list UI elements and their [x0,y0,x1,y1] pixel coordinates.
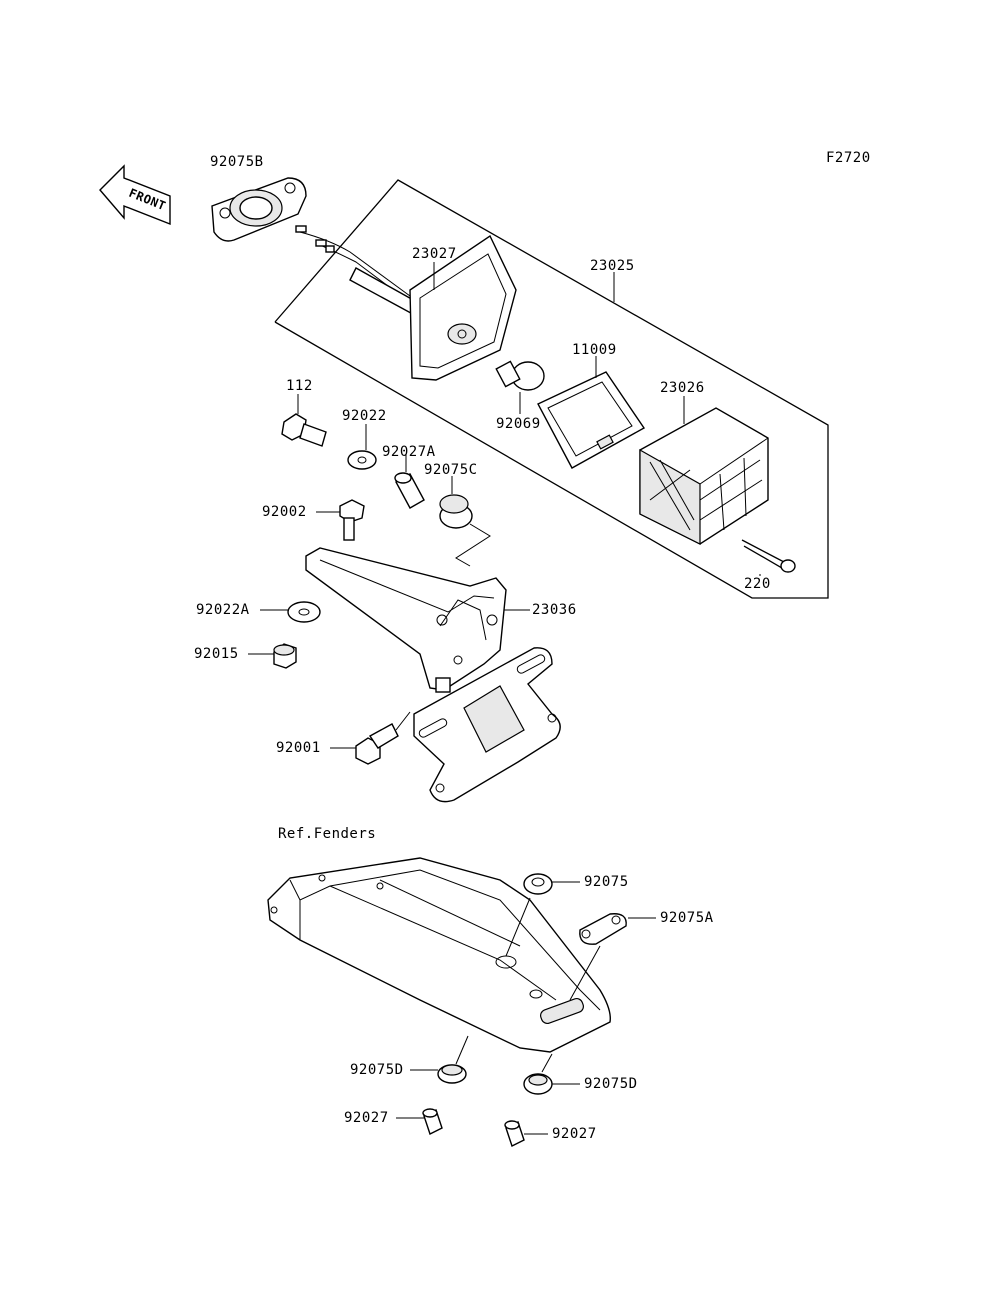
grommet-92075C [439,494,473,529]
collar-92027-right [504,1120,525,1147]
label-92022: 92022 [342,408,387,424]
install-path-92075A [569,945,601,1001]
label-92002: 92002 [262,504,307,520]
license-plate-bracket [413,647,561,803]
bulb-92069 [495,360,545,391]
leader-92001-path [395,711,411,731]
label-92027A: 92027A [382,444,436,460]
install-path-92075C [455,523,491,567]
label-92075A: 92075A [660,910,714,926]
label-92075D-left: 92075D [350,1062,404,1078]
washer-92022 [347,450,377,470]
bracket-23036 [305,547,507,693]
housing-23027 [409,234,517,381]
label-92027-right: 92027 [552,1126,597,1142]
label-92075B: 92075B [210,154,264,170]
label-92069: 92069 [496,416,541,432]
rear-fender [267,857,611,1053]
install-path-92075 [505,897,531,957]
gasket-frame-11009 [537,371,646,469]
gasket-92075B [211,177,307,242]
diagram-code: F2720 [826,150,871,166]
bolt-112 [281,413,327,447]
label-92027-left: 92027 [344,1110,389,1126]
grommet-92075 [523,873,553,895]
bolt-92002 [339,499,365,541]
install-path-92075D-right [541,1053,553,1073]
label-92022A: 92022A [196,602,250,618]
ref-fenders-label: Ref.Fenders [278,826,376,842]
label-23036: 23036 [532,602,577,618]
bolt-92001 [355,723,399,765]
assembly-outline-23025 [274,179,829,599]
install-path-92075D-left [455,1035,469,1065]
label-92075D-right: 92075D [584,1076,638,1092]
lens-23026 [639,407,769,545]
collar-92027A [394,472,425,509]
label-220: 220 [744,576,771,592]
grommet-92075A [579,913,627,945]
label-92075C: 92075C [424,462,478,478]
washer-92022A [287,601,321,623]
label-92075: 92075 [584,874,629,890]
label-23026: 23026 [660,380,705,396]
nut-92015 [273,643,297,669]
collar-92027-left [422,1108,443,1135]
label-11009: 11009 [572,342,617,358]
grommet-92075D-right [523,1073,553,1095]
front-arrow-icon: FRONT [99,164,171,226]
label-23027: 23027 [412,246,457,262]
label-92015: 92015 [194,646,239,662]
label-112: 112 [286,378,313,394]
grommet-92075D-left [437,1064,467,1084]
wire-harness [295,225,425,320]
label-23025: 23025 [590,258,635,274]
label-92001: 92001 [276,740,321,756]
screw-220 [741,539,796,573]
